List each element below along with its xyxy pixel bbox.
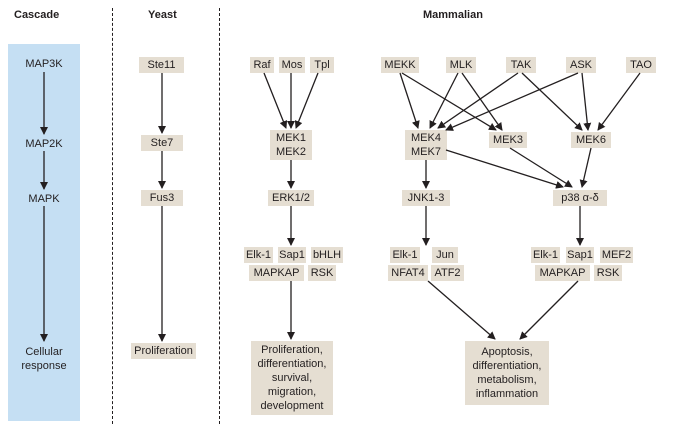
- node-ste11: Ste11: [139, 57, 184, 73]
- node-p38-rsk: RSK: [594, 265, 622, 281]
- arrow-p38-targets-response: [519, 280, 579, 340]
- cascade-header: Cascade: [14, 9, 60, 21]
- arrow-mekk-mek4: [399, 72, 420, 129]
- mammalian-header: Mammalian: [423, 9, 483, 21]
- arrow-raf-mek: [263, 72, 288, 129]
- node-p38-elk1: Elk-1: [531, 247, 560, 263]
- label-mek2: MEK2: [276, 146, 306, 158]
- node-mlk: MLK: [446, 57, 476, 73]
- node-p38-mapkap: MAPKAP: [535, 265, 590, 281]
- arrow-mlk-mek3: [461, 72, 503, 131]
- node-tak: TAK: [506, 57, 536, 73]
- node-jnk-atf2: ATF2: [431, 265, 464, 281]
- node-jnk-elk1: Elk-1: [390, 247, 420, 263]
- arrow-jnk-targets-response: [427, 280, 496, 340]
- node-erk-rsk: RSK: [308, 265, 336, 281]
- node-p38: p38 α-δ: [553, 190, 607, 206]
- arrow-mek3-p38: [509, 147, 573, 188]
- separator-cascade-yeast: [112, 8, 113, 424]
- node-raf: Raf: [250, 57, 274, 73]
- node-jnk-nfat4: NFAT4: [388, 265, 428, 281]
- arrow-tpl-mek: [294, 72, 319, 129]
- node-jnk1-3: JNK1-3: [402, 190, 450, 206]
- node-yeast-proliferation: Proliferation: [131, 343, 196, 359]
- node-erk-response: Proliferation, differentiation, survival…: [251, 341, 333, 415]
- label-mek1: MEK1: [276, 132, 306, 144]
- level-map3k: MAP3K: [25, 58, 63, 70]
- arrow-mek6-p38: [579, 147, 592, 188]
- node-jnk-jun: Jun: [432, 247, 458, 263]
- arrow-ask-mek4: [445, 72, 579, 131]
- arrow-ask-mek6: [581, 72, 592, 131]
- node-erk-sap1: Sap1: [278, 247, 306, 263]
- node-mekk: MEKK: [381, 57, 419, 73]
- arrow-tao-mek6: [597, 72, 641, 131]
- node-ste7: Ste7: [141, 135, 183, 151]
- node-stress-response: Apoptosis, differentiation, metabolism, …: [465, 341, 549, 405]
- label-mek4: MEK4: [411, 132, 441, 144]
- node-p38-sap1: Sap1: [566, 247, 594, 263]
- node-mek4-mek7: MEK4 MEK7: [405, 130, 447, 160]
- node-fus3: Fus3: [141, 190, 183, 206]
- level-cellular-response: Cellular response: [21, 346, 67, 372]
- arrow-mekk-mek3: [401, 72, 497, 131]
- node-tpl: Tpl: [310, 57, 334, 73]
- node-ask: ASK: [566, 57, 596, 73]
- separator-yeast-mammalian: [219, 8, 220, 424]
- yeast-header: Yeast: [148, 9, 177, 21]
- node-tao: TAO: [626, 57, 656, 73]
- level-mapk: MAPK: [28, 193, 60, 205]
- node-erk-elk1: Elk-1: [244, 247, 273, 263]
- level-map2k: MAP2K: [25, 138, 63, 150]
- node-mek3: MEK3: [489, 132, 527, 148]
- arrow-mek4-p38: [445, 149, 564, 189]
- arrow-mlk-mek4: [429, 72, 459, 129]
- node-mek1-mek2: MEK1 MEK2: [270, 130, 312, 160]
- node-mek6: MEK6: [571, 132, 611, 148]
- arrow-tak-mek6: [521, 72, 583, 131]
- label-mek7: MEK7: [411, 146, 441, 158]
- node-erk-mapkap: MAPKAP: [249, 265, 304, 281]
- arrow-tak-mek4: [437, 72, 519, 129]
- node-erk1-2: ERK1/2: [268, 190, 314, 206]
- node-p38-mef2: MEF2: [600, 247, 633, 263]
- node-mos: Mos: [279, 57, 305, 73]
- node-erk-bhlh: bHLH: [311, 247, 343, 263]
